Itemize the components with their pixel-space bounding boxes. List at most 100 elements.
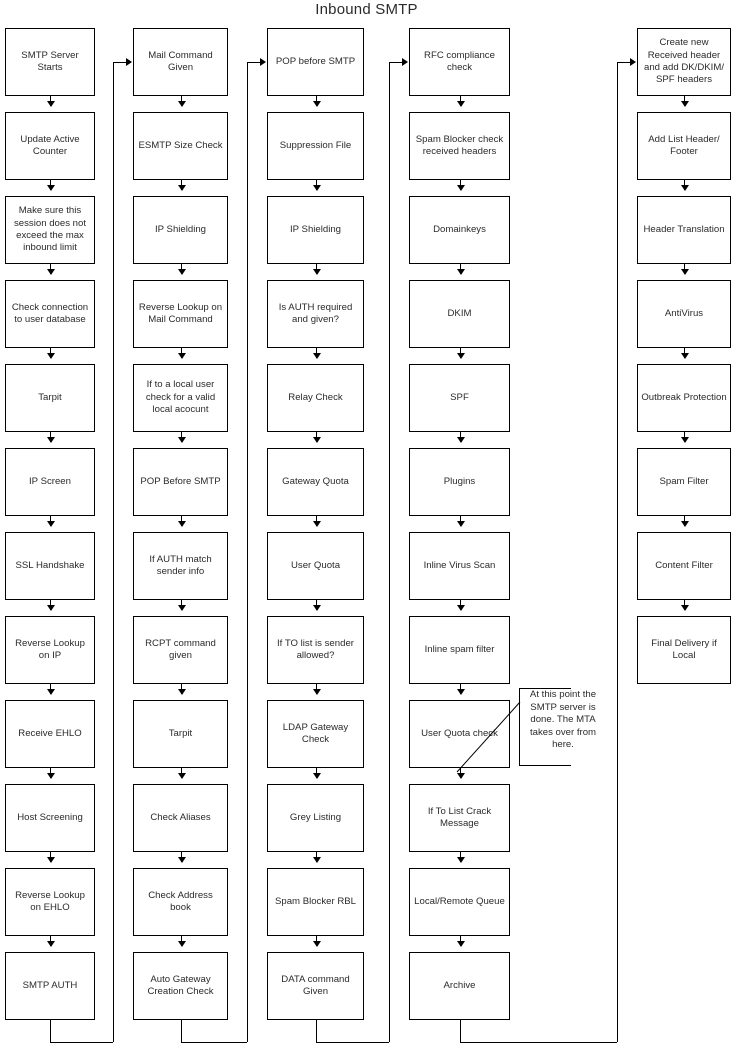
- flow-node: If To List Crack Message: [409, 784, 510, 852]
- flow-arrow-down: [456, 180, 465, 191]
- flow-node-label: Host Screening: [17, 811, 83, 823]
- flow-node: Tarpit: [5, 364, 95, 432]
- flow-node: Reverse Lookup on Mail Command: [133, 280, 228, 348]
- flow-node-label: SPF: [450, 391, 469, 403]
- flow-node-label: Outbreak Protection: [641, 391, 727, 403]
- flow-arrow-down: [312, 684, 321, 695]
- flow-node: Check connection to user database: [5, 280, 95, 348]
- flow-arrow-down: [177, 348, 186, 359]
- flow-node: LDAP Gateway Check: [267, 700, 364, 768]
- flow-node-label: SMTP Server Starts: [21, 49, 79, 73]
- flow-node: Receive EHLO: [5, 700, 95, 768]
- flow-node-label: Spam Filter: [659, 475, 709, 487]
- flow-node: User Quota: [267, 532, 364, 600]
- flow-arrow-down: [46, 432, 55, 443]
- flow-arrow-down: [456, 348, 465, 359]
- flow-node: RCPT command given: [133, 616, 228, 684]
- flow-arrow-down: [312, 432, 321, 443]
- flow-node-label: AntiVirus: [664, 307, 704, 319]
- flow-node: Suppression File: [267, 112, 364, 180]
- flow-arrow-down: [456, 96, 465, 107]
- flow-node-label: POP before SMTP: [275, 55, 356, 67]
- flow-node: Grey Listing: [267, 784, 364, 852]
- flow-arrow-down: [177, 180, 186, 191]
- flow-node-label: DKIM: [447, 307, 472, 319]
- flow-arrow-down: [312, 264, 321, 275]
- flow-arrow-down: [46, 180, 55, 191]
- flow-node-label: Plugins: [443, 475, 476, 487]
- flow-arrow-down: [680, 348, 689, 359]
- flow-node: SMTP AUTH: [5, 952, 95, 1020]
- connector-run: [181, 1042, 247, 1043]
- flow-arrow-down: [680, 600, 689, 611]
- flow-node: Local/Remote Queue: [409, 868, 510, 936]
- flow-arrow-down: [680, 516, 689, 527]
- flow-arrow-down: [46, 264, 55, 275]
- connector-rise: [617, 62, 618, 1042]
- flow-node: Check Aliases: [133, 784, 228, 852]
- flow-arrow-down: [177, 936, 186, 947]
- flow-node-label: DATA command Given: [281, 973, 350, 997]
- connector-rise: [113, 62, 114, 1042]
- flow-node: Header Translation: [637, 196, 731, 264]
- flow-arrow-down: [680, 180, 689, 191]
- flow-node-label: SSL Handshake: [15, 559, 85, 571]
- flow-node: Final Delivery if Local: [637, 616, 731, 684]
- flow-node: Domainkeys: [409, 196, 510, 264]
- flow-arrow-down: [177, 516, 186, 527]
- flow-arrow-down: [456, 684, 465, 695]
- flow-node: Relay Check: [267, 364, 364, 432]
- flow-arrow-down: [177, 432, 186, 443]
- flow-node-label: Inline Virus Scan: [423, 559, 496, 571]
- connector-arrowhead: [260, 58, 266, 66]
- connector-drop: [50, 1020, 51, 1042]
- flow-node: Is AUTH required and given?: [267, 280, 364, 348]
- flow-node-label: Inline spam filter: [424, 643, 495, 655]
- flow-node: Reverse Lookup on IP: [5, 616, 95, 684]
- connector-arrowhead: [126, 58, 132, 66]
- flow-arrow-down: [177, 852, 186, 863]
- flow-node-label: Content Filter: [655, 559, 713, 571]
- flow-arrow-down: [46, 936, 55, 947]
- flow-node-label: Gateway Quota: [282, 475, 349, 487]
- flow-arrow-down: [312, 180, 321, 191]
- connector-rise: [247, 62, 248, 1042]
- flow-arrow-down: [680, 96, 689, 107]
- flow-arrow-down: [46, 348, 55, 359]
- flow-node: Auto Gateway Creation Check: [133, 952, 228, 1020]
- callout-leader-line: [456, 701, 521, 773]
- flow-node: Content Filter: [637, 532, 731, 600]
- callout-bracket-bottom: [519, 765, 571, 766]
- connector-arrowhead: [402, 58, 408, 66]
- flow-node-label: Grey Listing: [289, 811, 342, 823]
- flow-node: Check Address book: [133, 868, 228, 936]
- connector-run: [50, 1042, 113, 1043]
- flow-arrow-down: [456, 852, 465, 863]
- flow-arrow-down: [177, 768, 186, 779]
- flow-arrow-down: [177, 684, 186, 695]
- flow-node-label: Final Delivery if Local: [651, 637, 717, 661]
- flow-node: SSL Handshake: [5, 532, 95, 600]
- flow-node: IP Shielding: [267, 196, 364, 264]
- flow-node: Gateway Quota: [267, 448, 364, 516]
- flow-node: SMTP Server Starts: [5, 28, 95, 96]
- flow-arrow-down: [456, 516, 465, 527]
- flow-node-label: Mail Command Given: [148, 49, 213, 73]
- flow-node-label: Header Translation: [643, 223, 725, 235]
- flow-arrow-down: [312, 348, 321, 359]
- flow-arrow-down: [177, 96, 186, 107]
- flow-node: Tarpit: [133, 700, 228, 768]
- connector-enter: [389, 62, 403, 63]
- flow-node: SPF: [409, 364, 510, 432]
- flow-arrow-down: [312, 96, 321, 107]
- flow-node-label: If TO list is sender allowed?: [277, 637, 354, 661]
- flow-node-label: Spam Blocker check received headers: [415, 133, 504, 157]
- flow-arrow-down: [312, 768, 321, 779]
- flow-node: Inline spam filter: [409, 616, 510, 684]
- flow-arrow-down: [312, 936, 321, 947]
- flow-node-label: Local/Remote Queue: [414, 895, 505, 907]
- flow-node-label: Reverse Lookup on EHLO: [15, 889, 85, 913]
- flow-arrow-down: [456, 264, 465, 275]
- flow-node-label: Tarpit: [168, 727, 193, 739]
- flow-node-label: Check connection to user database: [11, 301, 89, 325]
